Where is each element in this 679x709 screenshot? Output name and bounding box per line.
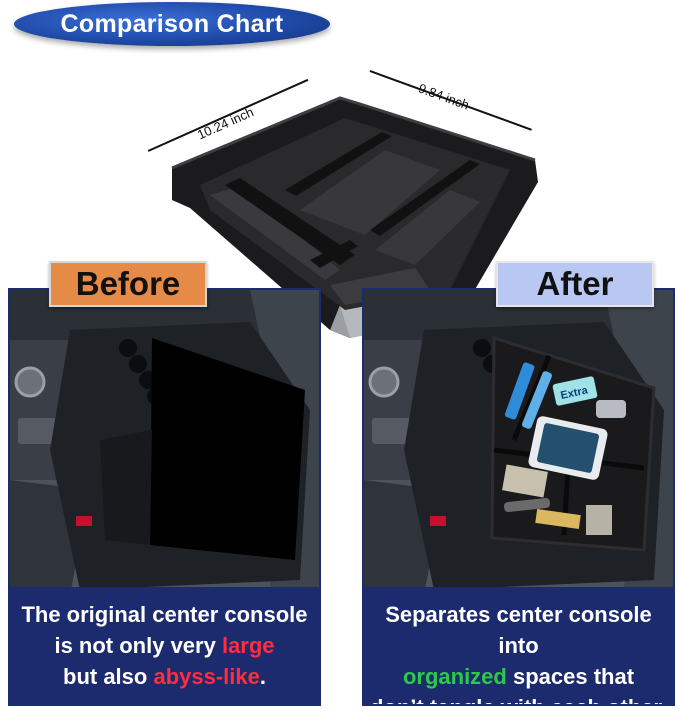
highlight-organized: organized [402, 664, 507, 689]
before-caption-line-2: is not only very large [54, 633, 275, 658]
highlight-abyss-like: abyss-like [153, 664, 260, 689]
before-caption-line-1: The original center console [21, 602, 308, 627]
after-panel: Extra Separates center console into orga… [362, 288, 675, 706]
after-caption-line-1: Separates center console into [385, 602, 652, 658]
after-caption-line-2: organized spaces that [402, 664, 635, 689]
page-title: Comparison Chart [60, 9, 284, 38]
after-caption-line-3: don’t tangle with each other. [364, 692, 673, 704]
before-caption-line-3: but also abyss-like. [63, 664, 266, 689]
before-console-photo [10, 290, 319, 595]
after-tag: After [496, 261, 654, 307]
before-caption: The original center console is not only … [10, 587, 319, 704]
after-caption: Separates center console into organized … [364, 587, 673, 704]
title-banner: Comparison Chart [14, 2, 330, 46]
gum-brand-label: Extra [559, 384, 589, 402]
before-panel: The original center console is not only … [8, 288, 321, 706]
organizer-tray-image [171, 96, 538, 338]
highlight-large: large [221, 633, 275, 658]
before-tag: Before [49, 261, 207, 307]
after-console-photo: Extra [364, 290, 673, 595]
